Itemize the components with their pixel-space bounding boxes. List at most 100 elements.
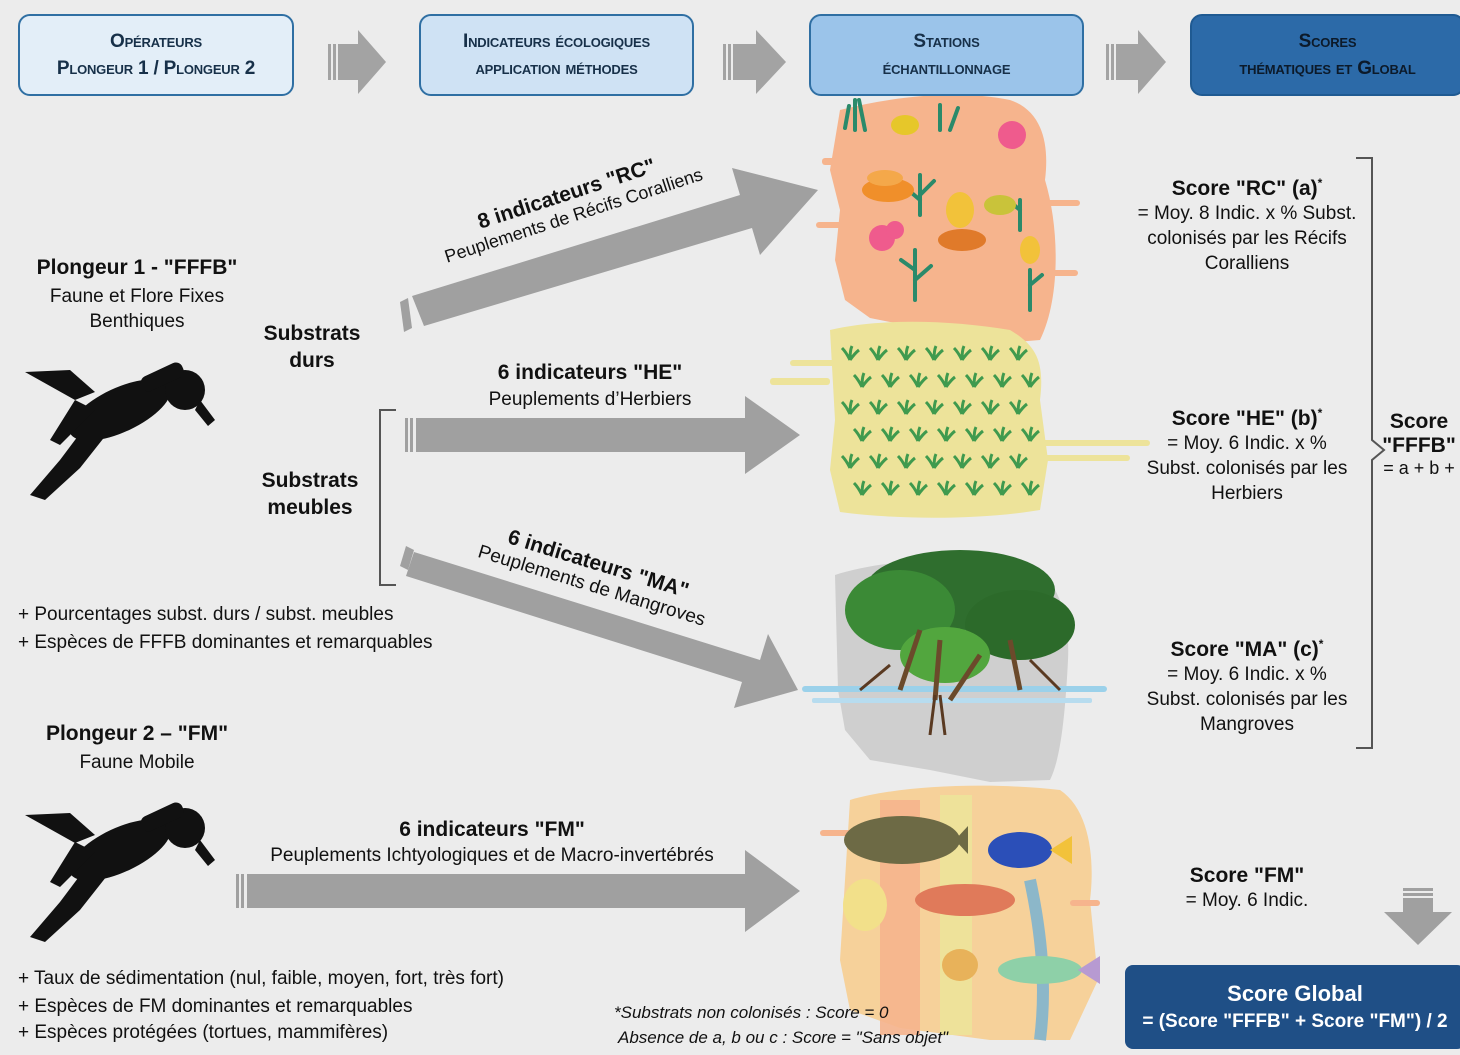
mangrove-tree-icon xyxy=(845,550,1075,736)
coral-icon xyxy=(862,115,1040,264)
header-operateurs: Opérateurs Plongeur 1 / Plongeur 2 xyxy=(18,14,294,96)
seagrass-station xyxy=(770,321,1150,518)
header-indicateurs: Indicateurs écologiques application méth… xyxy=(419,14,694,96)
score-rc-title: Score "RC" (a) xyxy=(1171,177,1318,200)
seagrass-tuft xyxy=(868,345,888,361)
seagrass-tuft xyxy=(908,372,928,388)
seagrass-tuft xyxy=(980,399,1000,415)
arrow-ma xyxy=(400,546,798,708)
substrats-meubles-line1: Substrats xyxy=(261,469,359,492)
score-he-l3: Herbiers xyxy=(1211,483,1283,504)
seagrass-tuft xyxy=(896,453,916,469)
seagrass-tuft xyxy=(924,453,944,469)
seagrass-tuft xyxy=(880,372,900,388)
substrats-durs-line2: durs xyxy=(289,349,335,372)
seagrass-tuft xyxy=(896,345,916,361)
seagrass-tuft xyxy=(908,480,928,496)
header-operateurs-line2: Plongeur 1 / Plongeur 2 xyxy=(56,58,256,79)
score-fm-l1: = Moy. 6 Indic. xyxy=(1185,890,1309,911)
faune-mobile-station xyxy=(820,785,1100,1041)
substrats-durs-line1: Substrats xyxy=(263,322,361,345)
seagrass-tuft xyxy=(852,372,872,388)
seagrass-tuft xyxy=(992,480,1012,496)
note-pourcentages: + Pourcentages subst. durs / subst. meub… xyxy=(18,604,394,625)
score-he-l1: = Moy. 6 Indic. x % xyxy=(1167,433,1327,454)
arrow-right-icon xyxy=(723,30,786,94)
seagrass-tuft xyxy=(1008,399,1028,415)
note-especes-fm: + Espèces de FM dominantes et remarquabl… xyxy=(18,996,413,1017)
plongeur1-title: Plongeur 1 - "FFFB" xyxy=(36,256,238,279)
seagrass-tuft xyxy=(840,345,860,361)
seagrass-tuft xyxy=(952,399,972,415)
score-fffb-l1: Score xyxy=(1389,410,1449,433)
note-sedimentation: + Taux de sédimentation (nul, faible, mo… xyxy=(18,968,504,989)
header-scores-line2: thématiques et Global xyxy=(1239,58,1416,79)
seagrass-tuft xyxy=(980,453,1000,469)
seagrass-tuft xyxy=(924,345,944,361)
note-especes-fffb: + Espèces de FFFB dominantes et remarqua… xyxy=(18,632,433,653)
score-ma-l3: Mangroves xyxy=(1200,714,1294,735)
header-stations-line2: échantillonnage xyxy=(882,58,1011,79)
seagrass-tuft xyxy=(852,480,872,496)
score-fffb-l2: "FFFB" xyxy=(1382,434,1456,457)
score-fffb: Score "FFFB" = a + b + xyxy=(1378,410,1460,479)
seagrass-tuft xyxy=(964,426,984,442)
plongeur1-sub2: Benthiques xyxy=(89,311,185,332)
score-ma-title: Score "MA" (c) xyxy=(1170,638,1319,661)
seagrass-tuft xyxy=(852,426,872,442)
score-he: Score "HE" (b)* = Moy. 6 Indic. x % Subs… xyxy=(1125,406,1369,506)
fish-icon xyxy=(843,816,1100,984)
seagrass-tuft xyxy=(1020,372,1040,388)
arrow-down-icon xyxy=(1384,888,1452,945)
arrow-he-sub: Peuplements d’Herbiers xyxy=(488,389,692,410)
plongeur2-title: Plongeur 2 – "FM" xyxy=(45,722,229,745)
header-scores-line1: Scores xyxy=(1298,31,1357,52)
header-stations-line1: Stations xyxy=(913,31,980,52)
header-scores: Scores thématiques et Global xyxy=(1190,14,1460,96)
seagrass-tuft xyxy=(964,372,984,388)
score-global-formula: = (Score "FFFB" + Score "FM") / 2 xyxy=(1142,1011,1448,1032)
score-rc-l2: colonisés par les Récifs xyxy=(1147,228,1347,249)
seagrass-tuft xyxy=(1020,480,1040,496)
arrow-right-icon xyxy=(1106,30,1166,94)
score-rc: Score "RC" (a)* = Moy. 8 Indic. x % Subs… xyxy=(1125,176,1369,276)
arrow-fm-sub: Peuplements Ichtyologiques et de Macro-i… xyxy=(270,845,714,866)
score-global-title: Score Global xyxy=(1227,981,1363,1006)
score-ma-star: * xyxy=(1318,637,1324,651)
seagrass-tuft xyxy=(880,426,900,442)
seagrass-tuft xyxy=(880,480,900,496)
score-rc-l1: = Moy. 8 Indic. x % Subst. xyxy=(1137,203,1357,224)
seagrass-tuft xyxy=(896,399,916,415)
seagrass-tuft xyxy=(952,453,972,469)
arrow-rc xyxy=(400,168,818,332)
score-ma: Score "MA" (c)* = Moy. 6 Indic. x % Subs… xyxy=(1125,637,1369,737)
plongeur2-sub: Faune Mobile xyxy=(79,752,195,773)
header-stations: Stations échantillonnage xyxy=(809,14,1084,96)
plongeur1-sub1: Faune et Flore Fixes xyxy=(49,286,225,307)
score-fm-title: Score "FM" xyxy=(1189,864,1305,887)
substrats-meubles-line2: meubles xyxy=(267,496,353,519)
seagrass-tuft xyxy=(936,426,956,442)
arrow-he-title: 6 indicateurs "HE" xyxy=(497,361,683,384)
arrow-he xyxy=(405,396,800,474)
footnote-line1: *Substrats non colonisés : Score = 0 xyxy=(614,1003,889,1022)
seagrass-tuft xyxy=(840,453,860,469)
coral-reef-station xyxy=(816,94,1080,345)
arrow-right-icon xyxy=(328,30,386,94)
arrow-fm xyxy=(236,850,800,932)
seagrass-tuft xyxy=(868,399,888,415)
seagrass-tuft xyxy=(924,399,944,415)
seagrass-tuft xyxy=(992,426,1012,442)
footnote-line2: Absence de a, b ou c : Score = "Sans obj… xyxy=(618,1028,949,1047)
note-especes-protegees: + Espèces protégées (tortues, mammifères… xyxy=(18,1022,389,1043)
header-indicateurs-line1: Indicateurs écologiques xyxy=(462,31,650,52)
seagrass-tuft xyxy=(964,480,984,496)
score-rc-l3: Coralliens xyxy=(1204,253,1290,274)
seagrass-tuft xyxy=(1020,426,1040,442)
seagrass-tuft xyxy=(980,345,1000,361)
score-fm: Score "FM" = Moy. 6 Indic. xyxy=(1125,864,1369,914)
header-indicateurs-line2: application méthodes xyxy=(475,58,638,79)
diver-icon xyxy=(25,362,215,500)
